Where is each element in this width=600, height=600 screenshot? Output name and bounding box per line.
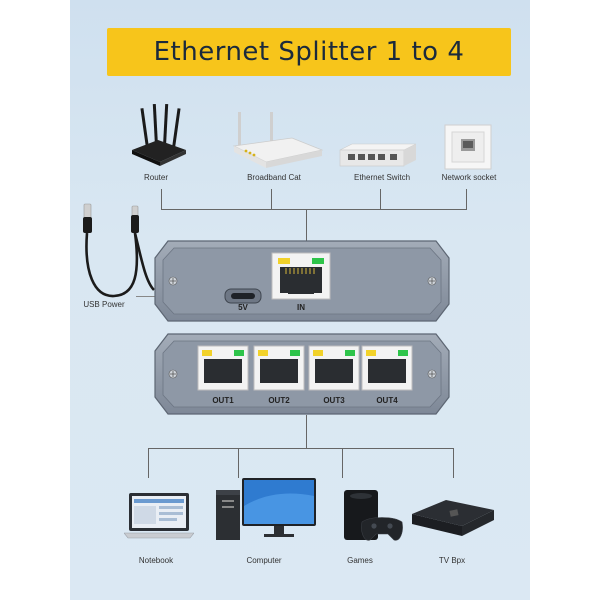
ethernet-switch-icon bbox=[338, 142, 418, 170]
wire-router bbox=[161, 189, 162, 210]
wire-computer bbox=[238, 448, 239, 478]
wire-network-socket bbox=[466, 189, 467, 210]
power-port-label: 5V bbox=[238, 303, 248, 312]
wire-games bbox=[342, 448, 343, 478]
wire-broadband-cat bbox=[271, 189, 272, 210]
notebook-icon bbox=[124, 492, 194, 542]
source-label-network-socket: Network socket bbox=[441, 173, 497, 182]
title-banner: Ethernet Splitter 1 to 4 bbox=[107, 28, 511, 76]
splitter-output-unit bbox=[154, 333, 450, 415]
computer-icon bbox=[214, 476, 318, 542]
usb-cable-icon bbox=[74, 202, 164, 302]
tv-box-icon bbox=[410, 498, 496, 542]
output-port-4 bbox=[361, 345, 413, 391]
target-label-computer: Computer bbox=[246, 556, 282, 565]
source-label-router: Router bbox=[143, 173, 168, 182]
output-port-label-4: OUT4 bbox=[376, 396, 398, 405]
wire-to-input bbox=[306, 209, 307, 241]
source-label-broadband-cat: Broadband Cat bbox=[247, 173, 301, 182]
output-port-3 bbox=[308, 345, 360, 391]
output-port-label-1: OUT1 bbox=[212, 396, 234, 405]
output-port-label-3: OUT3 bbox=[323, 396, 345, 405]
title-text: Ethernet Splitter 1 to 4 bbox=[153, 37, 465, 67]
wire-target-bus bbox=[148, 448, 454, 449]
network-socket-icon bbox=[444, 124, 492, 170]
broadband-cat-icon bbox=[232, 110, 324, 172]
target-label-tv-box: TV Bpx bbox=[438, 556, 466, 565]
output-port-label-2: OUT2 bbox=[268, 396, 290, 405]
output-port-2 bbox=[253, 345, 305, 391]
wire-tv-box bbox=[453, 448, 454, 478]
output-port-1 bbox=[197, 345, 249, 391]
router-icon bbox=[128, 100, 188, 170]
wire-ethernet-switch bbox=[380, 189, 381, 210]
wire-notebook bbox=[148, 448, 149, 478]
wire-source-bus bbox=[161, 209, 467, 210]
splitter-input-unit bbox=[154, 240, 450, 322]
input-port-label: IN bbox=[297, 303, 305, 312]
wire-from-output bbox=[306, 415, 307, 449]
target-label-games: Games bbox=[347, 556, 373, 565]
game-console-icon bbox=[340, 488, 404, 546]
source-label-ethernet-switch: Ethernet Switch bbox=[353, 173, 411, 182]
usb-power-label: USB Power bbox=[83, 300, 125, 309]
target-label-notebook: Notebook bbox=[138, 556, 174, 565]
